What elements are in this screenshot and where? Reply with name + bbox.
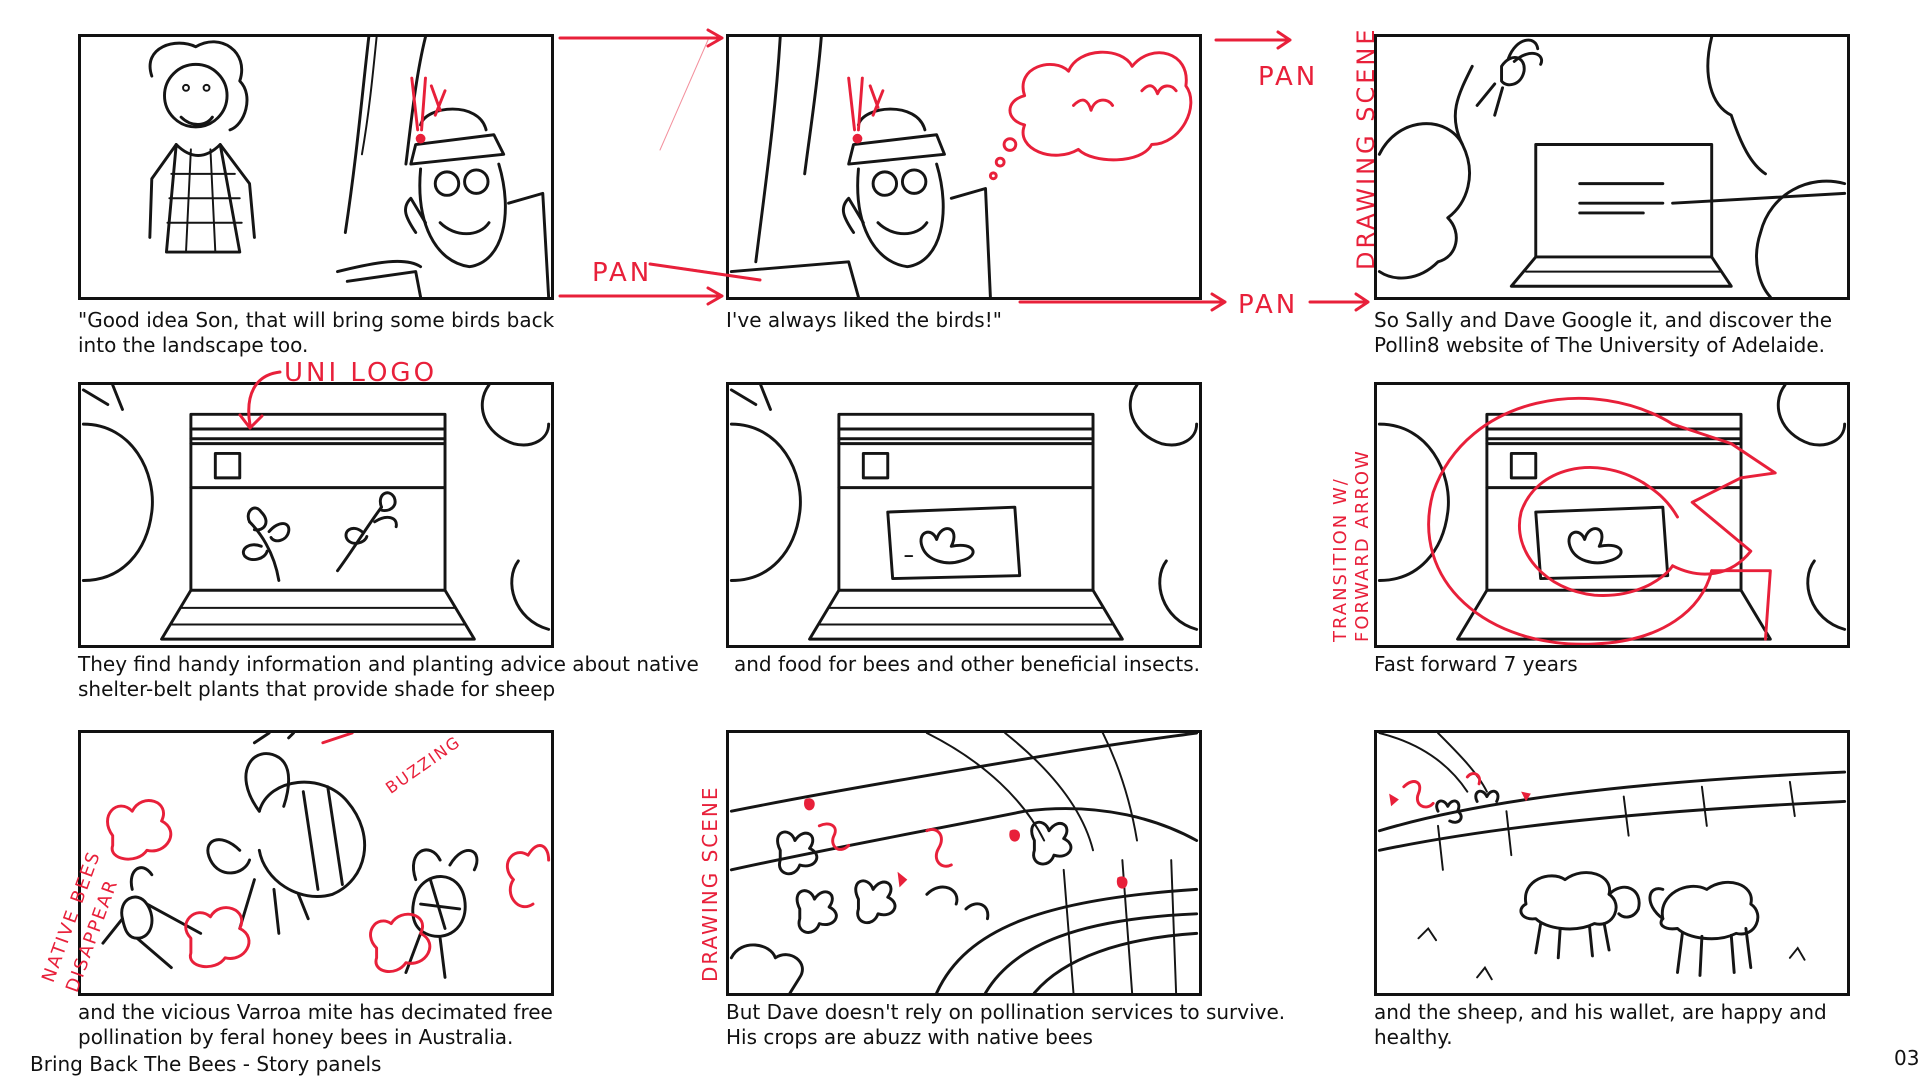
document-footer-title: Bring Back The Bees - Story panels [30, 1052, 382, 1076]
story-panel-4 [78, 382, 554, 648]
panel-1-caption: "Good idea Son, that will bring some bir… [78, 308, 555, 357]
page-number: 03 [1894, 1046, 1920, 1070]
transition-note-line2: FORWARD ARROW [1352, 449, 1373, 642]
pan-arrow-top-1 [558, 28, 724, 48]
story-panel-2 [726, 34, 1202, 300]
story-panel-6 [1374, 382, 1850, 648]
panel-9-sketch [1377, 733, 1847, 981]
panel-5-caption: and food for bees and other beneficial i… [734, 652, 1200, 676]
panel-9-caption: and the sheep, and his wallet, are happy… [1374, 1000, 1827, 1049]
panel-8-sketch [729, 733, 1199, 993]
story-panel-1 [78, 34, 554, 300]
pan-arrow-bottom-3 [1308, 292, 1370, 312]
panel-7-caption: and the vicious Varroa mite has decimate… [78, 1000, 553, 1049]
transition-note-line1: TRANSITION W/ [1330, 477, 1351, 642]
panel-7-sketch [101, 733, 551, 979]
drawing-scene-note: DRAWING SCENE [698, 785, 722, 982]
pan-label-bottom-right: PAN [1238, 290, 1299, 320]
story-panel-8 [726, 730, 1202, 996]
panel-8-caption: But Dave doesn't rely on pollination ser… [726, 1000, 1286, 1049]
panel-1-sketch [148, 37, 551, 297]
drawing-in-scene-note: DRAWING SCENE [1352, 26, 1380, 270]
pan-arrow-bottom-1 [558, 286, 724, 306]
uni-logo-note: UNI LOGO [284, 358, 438, 388]
story-panel-3 [1374, 34, 1850, 300]
panel-4-sketch [81, 385, 551, 641]
story-panel-9 [1374, 730, 1850, 996]
panel-5-sketch [729, 385, 1199, 641]
panel-3-sketch [1377, 37, 1847, 297]
panel-4-caption: They find handy information and planting… [78, 652, 699, 701]
panel-6-caption: Fast forward 7 years [1374, 652, 1578, 676]
story-panel-7 [78, 730, 554, 996]
panel-6-sketch [1377, 385, 1847, 645]
panel-2-caption: I've always liked the birds!" [726, 308, 1002, 332]
story-panel-5 [726, 382, 1202, 648]
pan-label-bottom-left: PAN [592, 258, 653, 288]
pan-arrow-top-2 [1214, 30, 1292, 50]
pan-label-top: PAN [1258, 62, 1319, 92]
panel-2-sketch [729, 37, 1193, 297]
panel-3-caption: So Sally and Dave Google it, and discove… [1374, 308, 1833, 357]
